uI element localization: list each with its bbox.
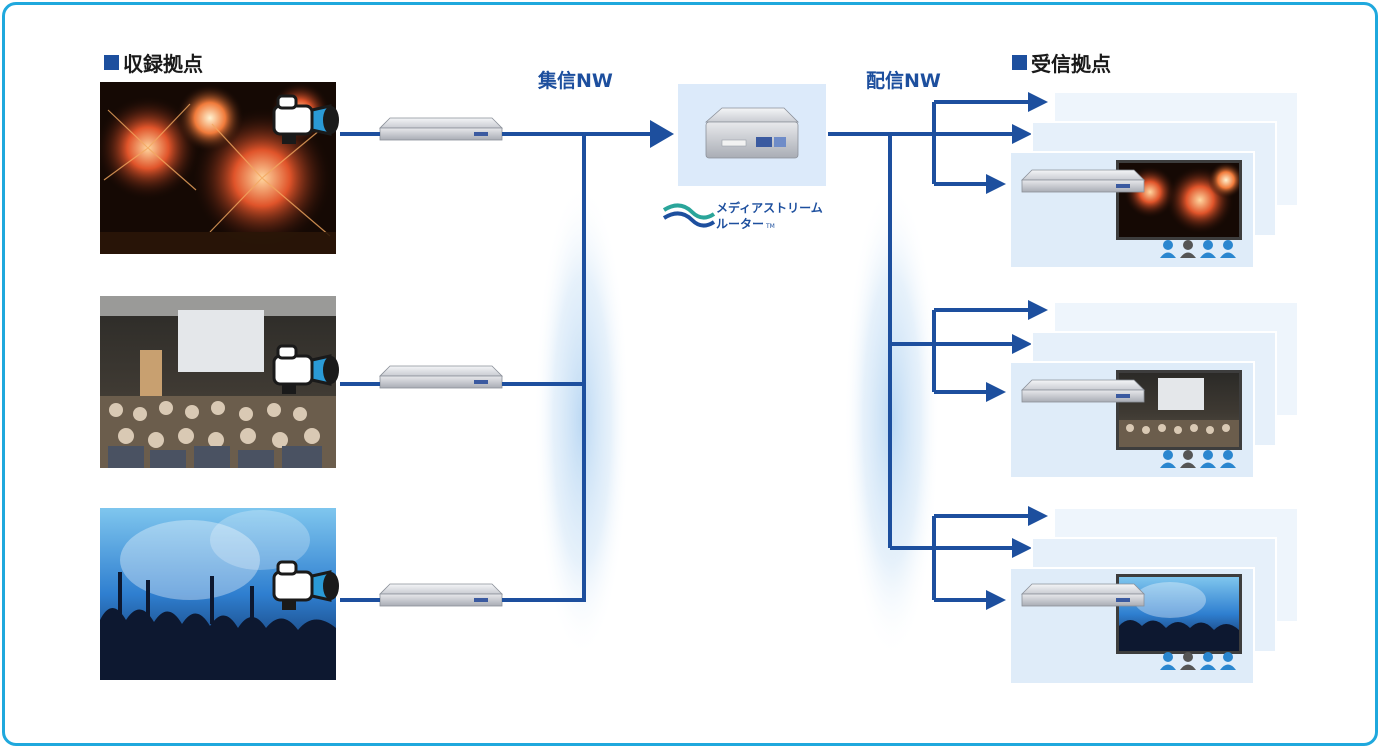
heading-square-icon xyxy=(1012,55,1027,70)
decoder-device xyxy=(1021,169,1145,193)
capture-sites-title: 収録拠点 xyxy=(123,52,203,76)
capture-sites-heading: 収録拠点 xyxy=(104,48,203,77)
distribute-arrowheads xyxy=(986,92,1048,610)
distribute-network-lines xyxy=(828,100,1030,602)
router-logo-line2: ルーター xyxy=(716,217,764,231)
decoder-device xyxy=(1021,583,1145,607)
router-logo-trademark: TM xyxy=(765,223,775,230)
collect-network-lines xyxy=(340,132,652,602)
collect-network-label: 集信NW xyxy=(538,70,613,92)
media-stream-router-logo: メディアストリーム ルーター TM xyxy=(662,200,823,231)
heading-square-icon xyxy=(104,55,119,70)
decoder-device xyxy=(1021,379,1145,403)
encoder-device-2 xyxy=(379,365,503,389)
receive-sites-title: 受信拠点 xyxy=(1031,52,1111,76)
router-logo-line1: メディアストリーム xyxy=(716,200,823,215)
receive-sites-heading: 受信拠点 xyxy=(1012,48,1111,77)
arrow-to-router xyxy=(650,120,674,148)
receive-site-group-1 xyxy=(1009,91,1299,269)
media-stream-router-device xyxy=(704,107,799,159)
encoder-device-1 xyxy=(379,117,503,141)
distribute-network-label: 配信NW xyxy=(866,70,941,92)
receive-site-group-3 xyxy=(1009,507,1299,685)
capture-site-concert xyxy=(100,508,336,680)
encoder-device-3 xyxy=(379,583,503,607)
receive-site-group-2 xyxy=(1009,301,1299,479)
